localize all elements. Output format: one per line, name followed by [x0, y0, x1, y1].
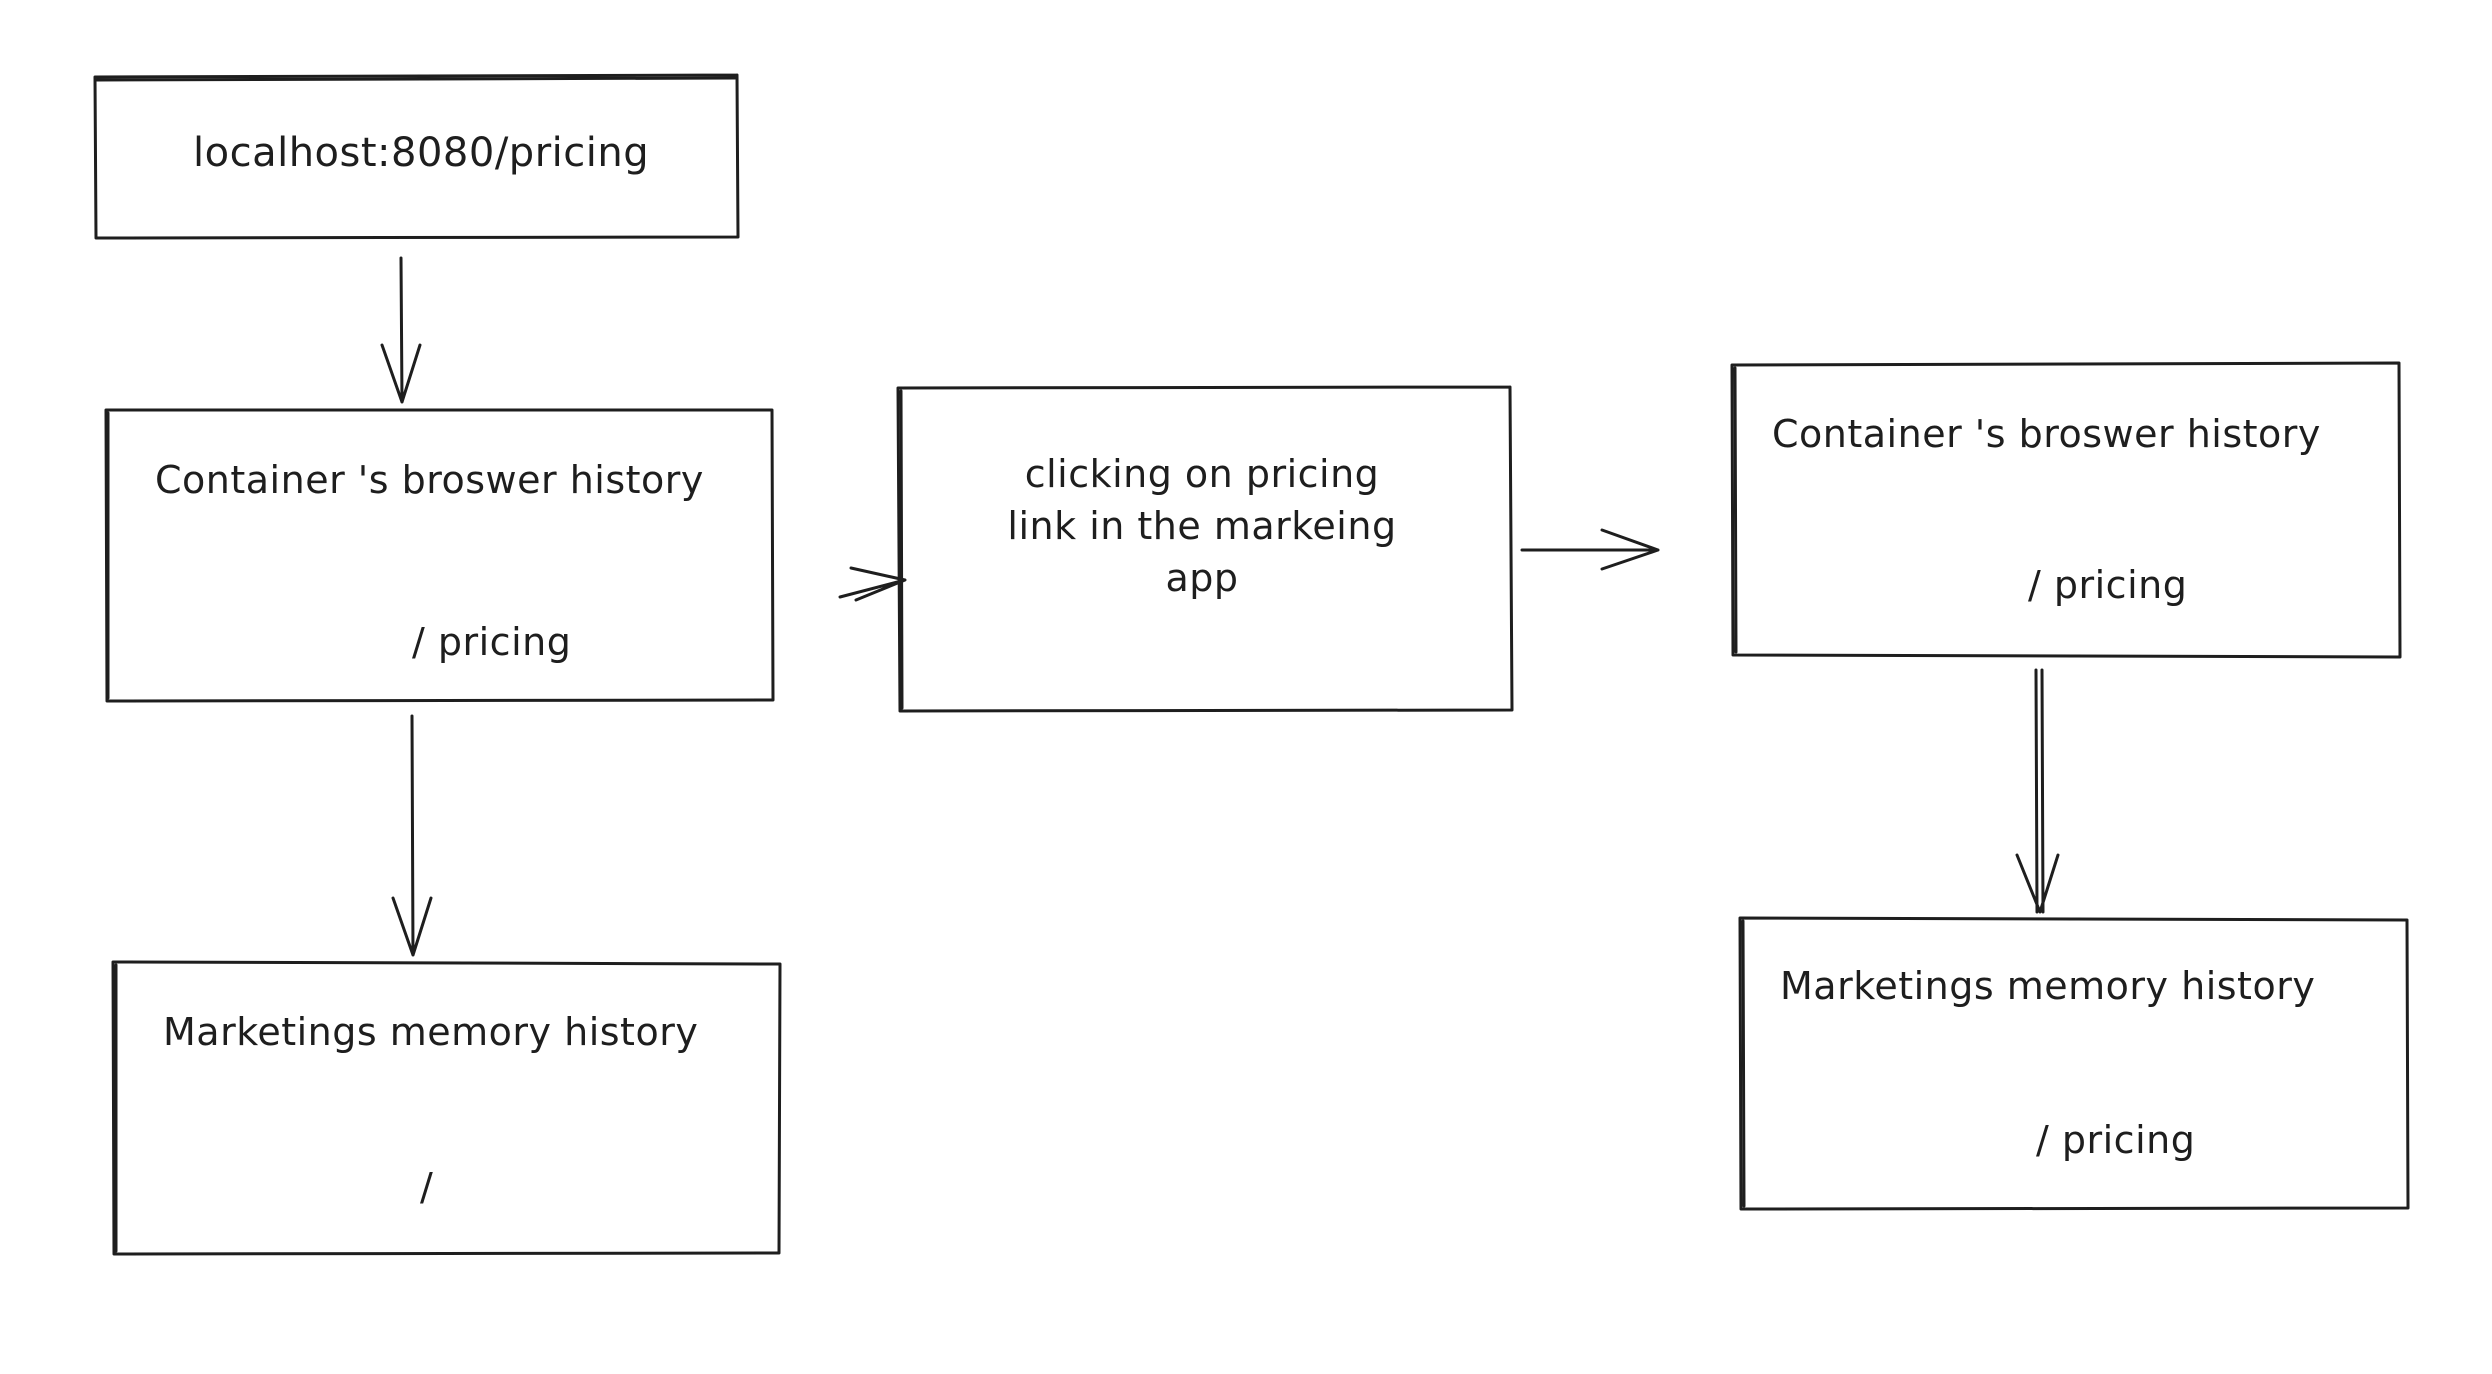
arrow-url-to-container	[380, 256, 422, 404]
right-memory-title: Marketings memory history	[1780, 964, 2316, 1008]
arrow-right-container-to-memory	[2015, 668, 2060, 914]
url-box-border	[93, 73, 740, 240]
left-memory-path: /	[420, 1165, 434, 1209]
arrow-action-to-right-container	[1520, 528, 1660, 571]
middle-action-text: clicking on pricing link in the markeing…	[982, 448, 1422, 604]
middle-action-line-2: link in the markeing	[1007, 504, 1397, 548]
left-container-title: Container 's broswer history	[155, 458, 704, 502]
right-container-path: / pricing	[2028, 563, 2188, 607]
middle-action-line-3: app	[1165, 556, 1239, 600]
arrow-container-to-action	[838, 566, 907, 602]
left-container-path: / pricing	[412, 620, 572, 664]
middle-action-box-border	[896, 385, 1514, 713]
left-memory-box-border	[111, 960, 782, 1256]
right-memory-path: / pricing	[2036, 1118, 2196, 1162]
right-container-title: Container 's broswer history	[1772, 412, 2321, 456]
arrow-container-to-memory	[391, 714, 433, 957]
middle-action-line-1: clicking on pricing	[1024, 452, 1380, 496]
left-memory-title: Marketings memory history	[163, 1010, 699, 1054]
url-box-text: localhost:8080/pricing	[193, 130, 650, 176]
right-memory-box-border	[1738, 916, 2410, 1211]
right-container-box-border	[1730, 361, 2402, 659]
left-container-box-border	[104, 408, 775, 703]
